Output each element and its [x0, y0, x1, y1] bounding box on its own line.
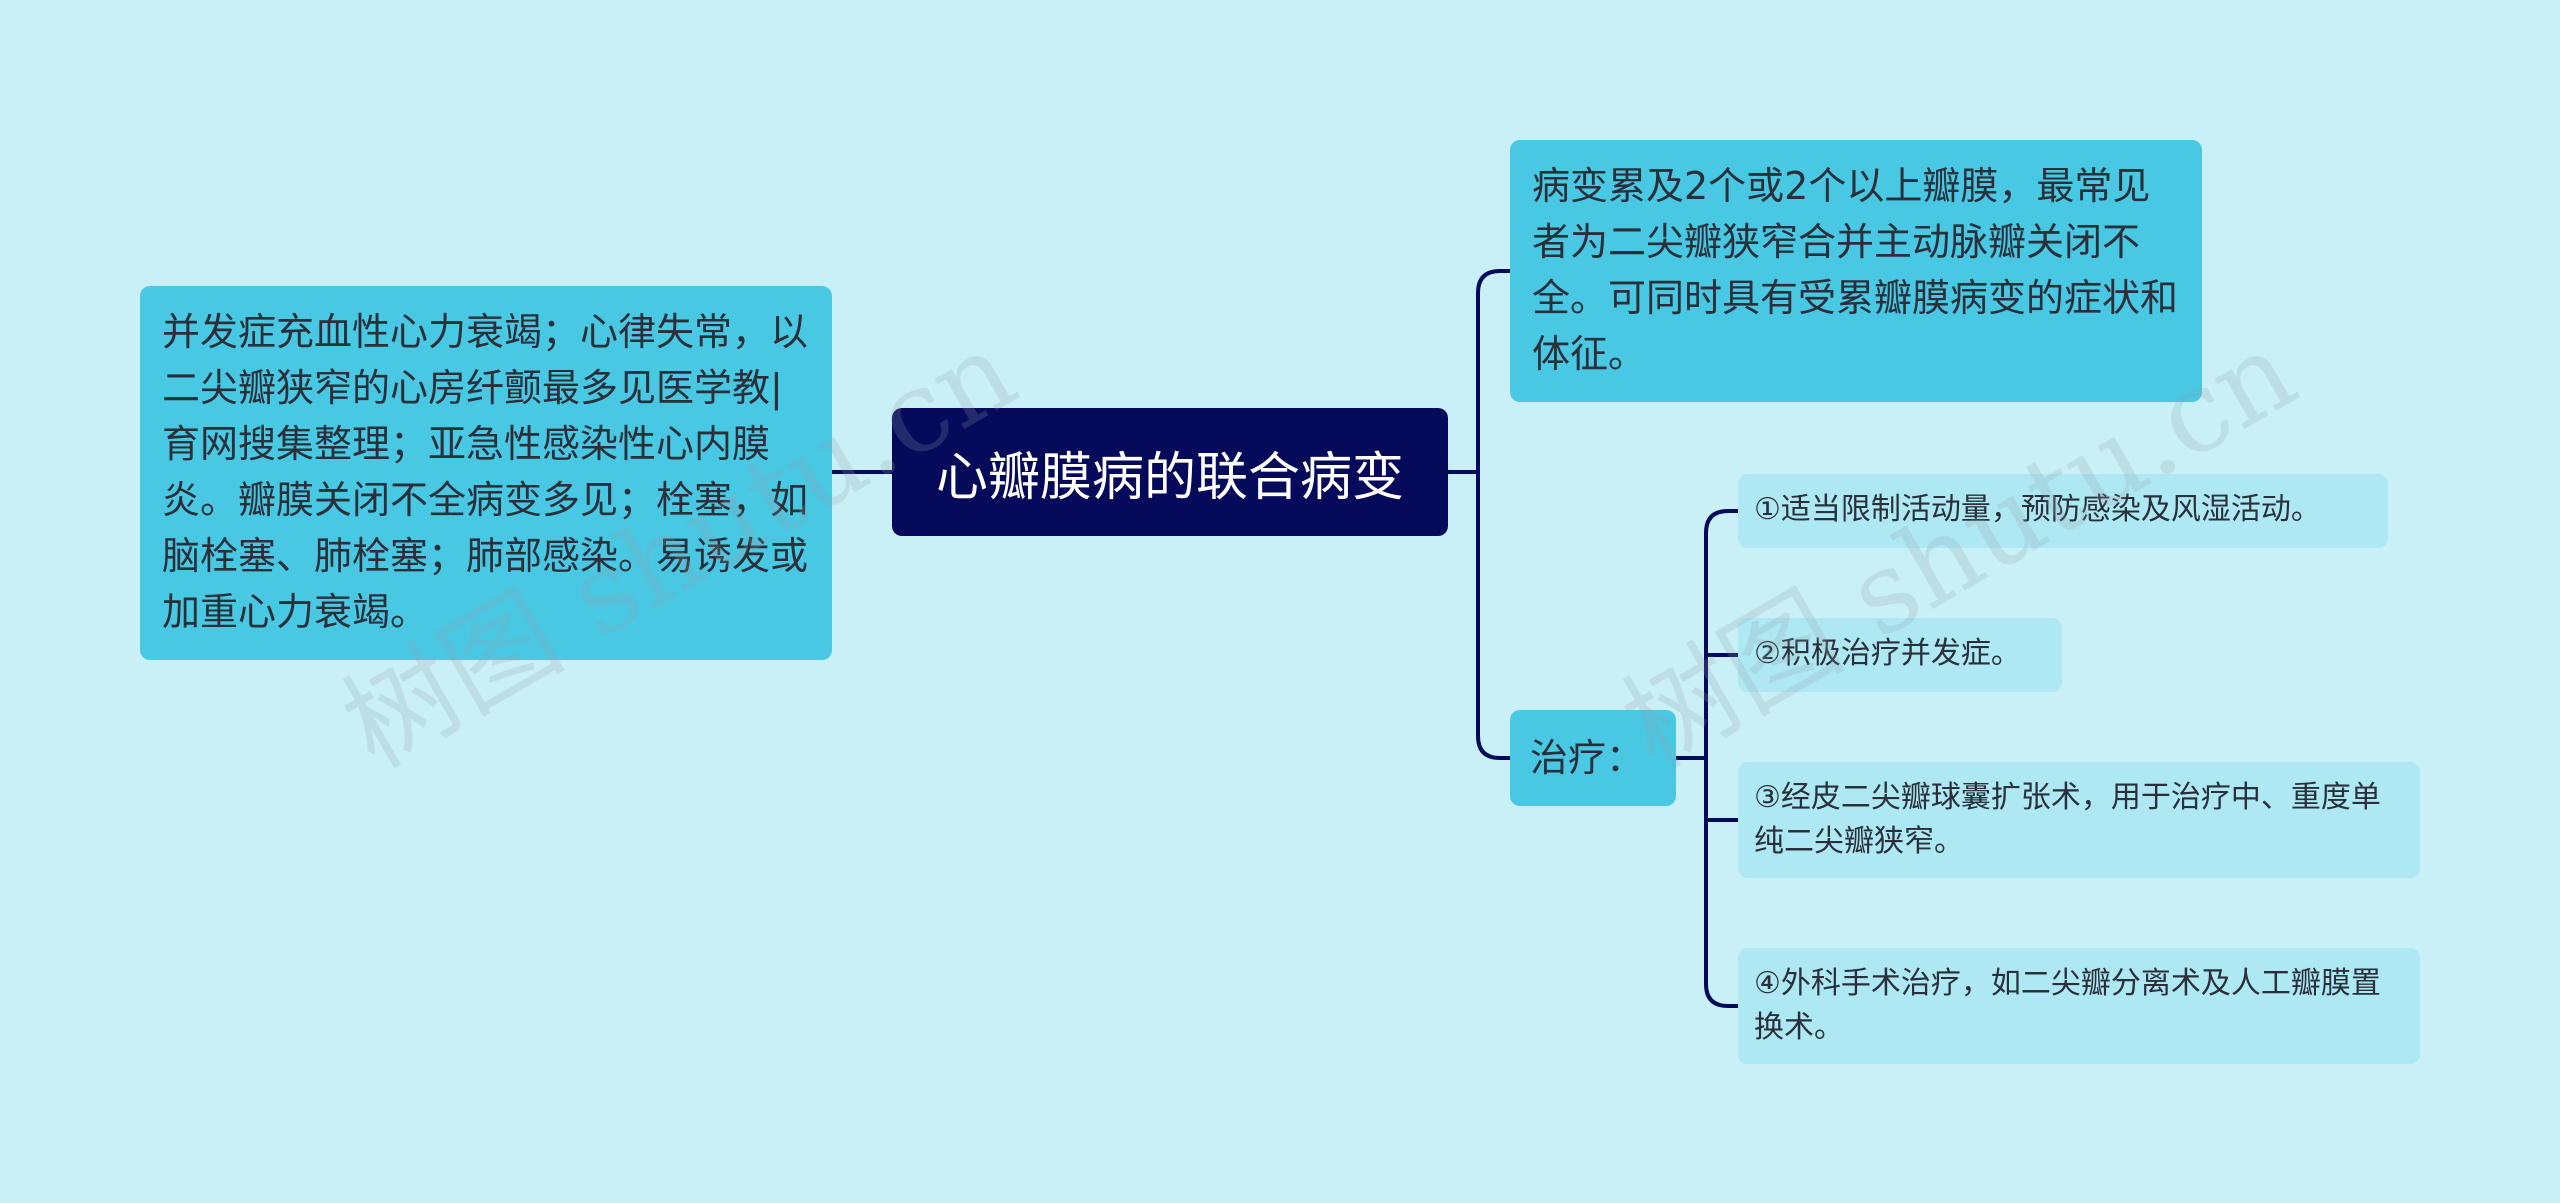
treatment-item-text: ③经皮二尖瓣球囊扩张术，用于治疗中、重度单纯二尖瓣狭窄。 — [1754, 780, 2381, 859]
treatment-item-text: ①适当限制活动量，预防感染及风湿活动。 — [1754, 492, 2321, 527]
treatment-node[interactable]: 治疗： — [1510, 710, 1676, 806]
treatment-item-1[interactable]: ①适当限制活动量，预防感染及风湿活动。 — [1738, 474, 2388, 548]
link-to-leaves — [1704, 509, 1738, 1008]
root-node[interactable]: 心瓣膜病的联合病变 — [892, 408, 1448, 536]
treatment-item-text: ②积极治疗并发症。 — [1754, 636, 2021, 671]
treatment-item-3[interactable]: ③经皮二尖瓣球囊扩张术，用于治疗中、重度单纯二尖瓣狭窄。 — [1738, 762, 2420, 878]
definition-text: 病变累及2个或2个以上瓣膜，最常见者为二尖瓣狭窄合并主动脉瓣关闭不全。可同时具有… — [1532, 164, 2179, 376]
treatment-label: 治疗： — [1530, 736, 1645, 780]
root-label: 心瓣膜病的联合病变 — [935, 447, 1404, 508]
complications-node[interactable]: 并发症充血性心力衰竭；心律失常，以二尖瓣狭窄的心房纤颤最多见医学教|育网搜集整理… — [140, 286, 832, 660]
treatment-item-4[interactable]: ④外科手术治疗，如二尖瓣分离术及人工瓣膜置换术。 — [1738, 948, 2420, 1064]
link-to-top-node — [1476, 269, 1510, 760]
treatment-item-text: ④外科手术治疗，如二尖瓣分离术及人工瓣膜置换术。 — [1754, 966, 2381, 1045]
complications-text: 并发症充血性心力衰竭；心律失常，以二尖瓣狭窄的心房纤颤最多见医学教|育网搜集整理… — [162, 310, 809, 634]
treatment-item-2[interactable]: ②积极治疗并发症。 — [1738, 618, 2062, 692]
definition-node[interactable]: 病变累及2个或2个以上瓣膜，最常见者为二尖瓣狭窄合并主动脉瓣关闭不全。可同时具有… — [1510, 140, 2202, 402]
